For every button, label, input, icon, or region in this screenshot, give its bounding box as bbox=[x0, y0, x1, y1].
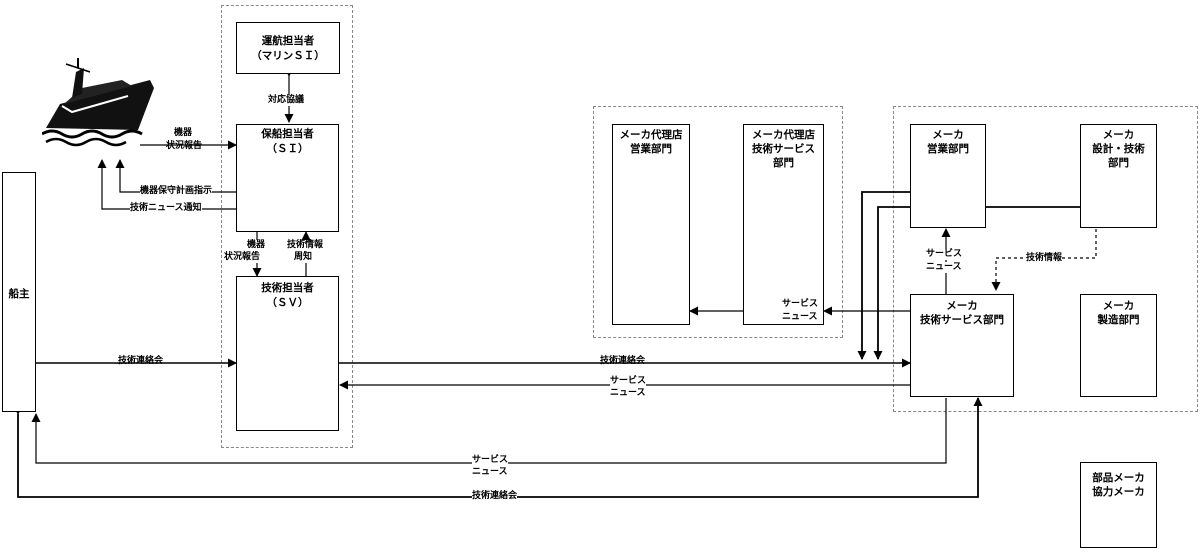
node-unko-tantousha: 運航担当者 （マリンＳＩ） bbox=[236, 22, 340, 74]
node-line2: 製造部門 bbox=[1097, 314, 1140, 326]
label-joho-a: 技術情報 bbox=[287, 240, 324, 251]
label-service-mid-a: サービス bbox=[610, 376, 647, 387]
label-kiki2-b: 状況報告 bbox=[224, 252, 261, 263]
node-line1: 部品メーカ bbox=[1092, 472, 1145, 484]
node-line1: 運航担当者 bbox=[261, 35, 315, 47]
node-line1: 技術担当者 bbox=[261, 282, 314, 294]
label-renraku-bottom: 技術連絡会 bbox=[472, 491, 518, 502]
node-maker-eigyo: メーカ 営業部門 bbox=[910, 124, 986, 228]
link-service-bottom bbox=[31, 398, 947, 464]
link-eigyo-gijutsu bbox=[857, 191, 910, 360]
label-taiou: 対応協議 bbox=[268, 95, 305, 106]
label-service-mid-b: ニュース bbox=[610, 388, 646, 398]
node-line1: メーカ代理店 bbox=[619, 129, 683, 141]
node-gijutsu-tantousha: 技術担当者 （ＳＶ） bbox=[236, 276, 339, 431]
node-dairi-eigyo: メーカ代理店 営業部門 bbox=[612, 124, 690, 325]
node-line1: メーカ代理店 bbox=[752, 129, 815, 141]
label-news-tsuchi: 技術ニュース通知 bbox=[130, 203, 202, 214]
node-line2: 技術サービス bbox=[752, 143, 815, 155]
label-kiki-hokoku-b: 状況報告 bbox=[166, 141, 203, 151]
label-renraku-mid: 技術連絡会 bbox=[600, 356, 646, 366]
label-service-dairi-b: ニュース bbox=[782, 312, 818, 322]
agent-group bbox=[593, 106, 843, 338]
node-hosen-tantousha: 保船担当者 （ＳＩ） bbox=[236, 124, 339, 232]
node-line1: メーカ bbox=[1102, 300, 1135, 312]
node-dairi-gijutsu: メーカ代理店 技術サービス 部門 bbox=[743, 124, 824, 325]
link-news-tsuchi bbox=[97, 159, 236, 210]
node-line1: 保船担当者 bbox=[261, 128, 314, 140]
label-service-maker-b: ニュース bbox=[926, 262, 962, 273]
node-line2: 協力メーカ bbox=[1092, 486, 1145, 498]
label-hoshu-keikaku: 機器保守計画指示 bbox=[140, 186, 213, 197]
node-line1: メーカ bbox=[946, 300, 978, 312]
node-maker-sekkei: メーカ 設計・技術 部門 bbox=[1080, 124, 1157, 228]
node-line2: 設計・技術 bbox=[1092, 143, 1145, 155]
label-service-bottom-a: サービス bbox=[472, 455, 509, 466]
node-maker-gijutsu: メーカ 技術サービス部門 bbox=[910, 294, 1014, 397]
node-buhin-maker: 部品メーカ 協力メーカ bbox=[1080, 462, 1157, 548]
node-line2: 技術サービス部門 bbox=[920, 314, 1004, 326]
label-service-bottom-b: ニュース bbox=[472, 467, 508, 477]
node-line1: 船主 bbox=[8, 288, 30, 300]
link-sekkei-gijutsu bbox=[873, 206, 1080, 360]
node-line2: 営業部門 bbox=[927, 143, 969, 155]
link-renraku-bottom bbox=[13, 397, 983, 498]
node-line2: （ＳＶ） bbox=[266, 297, 309, 309]
label-service-maker-a: サービス bbox=[926, 249, 963, 260]
label-gijutsu-joho: 技術情報 bbox=[1026, 253, 1063, 264]
node-maker-seizo: メーカ 製造部門 bbox=[1080, 294, 1157, 397]
node-line3: 部門 bbox=[773, 157, 794, 169]
node-line2: （ＳＩ） bbox=[266, 143, 309, 155]
node-line2: （マリンＳＩ） bbox=[251, 50, 325, 62]
node-line2: 営業部門 bbox=[630, 143, 672, 155]
maker-group bbox=[893, 106, 1198, 412]
node-line3: 部門 bbox=[1108, 157, 1129, 169]
label-kiki-hokoku-a: 機器 bbox=[174, 128, 193, 138]
ship-icon bbox=[42, 58, 154, 147]
label-renraku-left: 技術連絡会 bbox=[118, 356, 164, 366]
label-kiki2-a: 機器 bbox=[247, 240, 266, 251]
label-joho-b: 周知 bbox=[294, 252, 313, 263]
node-senshu: 船主 bbox=[2, 172, 36, 412]
label-service-dairi-a: サービス bbox=[782, 299, 819, 309]
ship-side-group bbox=[221, 5, 353, 448]
node-line1: メーカ bbox=[1102, 129, 1135, 141]
node-line1: メーカ bbox=[932, 129, 964, 141]
